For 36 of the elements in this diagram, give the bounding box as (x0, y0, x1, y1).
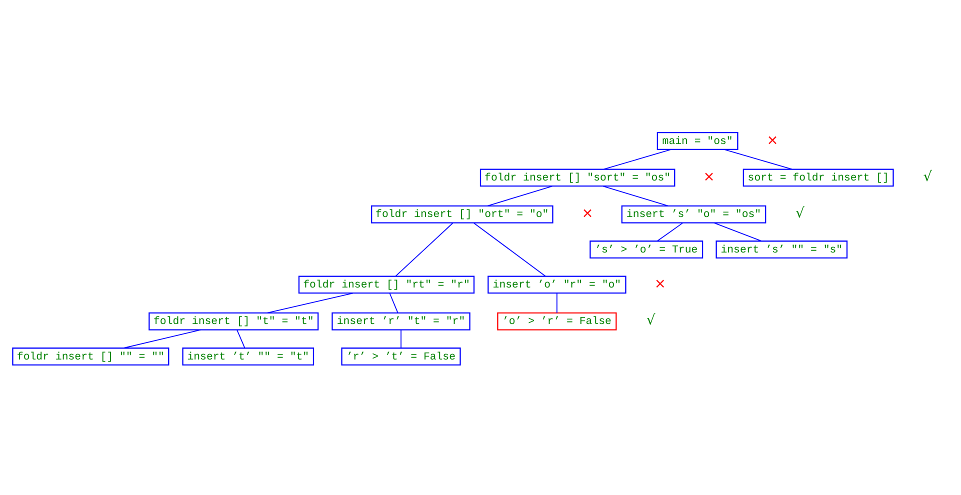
node-box: ’r’ > ’t’ = False (341, 347, 461, 366)
node-label: × (654, 276, 666, 292)
node-box: foldr insert [] "rt" = "r" (298, 275, 475, 294)
connector (473, 222, 546, 276)
connector (556, 292, 558, 313)
connector (236, 328, 246, 348)
node-box: insert ’o’ "r" = "o" (488, 275, 626, 294)
node-box: insert ’s’ "o" = "os" (621, 204, 766, 223)
node-box: foldr insert [] "t" = "t" (148, 312, 319, 330)
node-label: √ (646, 312, 656, 328)
connector (400, 328, 402, 348)
node-box: ’s’ > ’o’ = True (590, 240, 704, 258)
connector (713, 222, 762, 242)
node-label: √ (923, 168, 932, 185)
connector (266, 292, 354, 313)
node-box: insert ’r’ "t" = "r" (332, 312, 470, 330)
connector (602, 185, 669, 206)
connector (486, 185, 553, 206)
connector (724, 148, 792, 170)
node-label: × (766, 132, 778, 148)
node-box: ’o’ > ’r’ = False (497, 312, 617, 330)
connector (656, 222, 684, 241)
node-label: × (582, 205, 594, 222)
connector (395, 222, 454, 276)
node-label: √ (796, 205, 804, 222)
node-box: foldr insert [] "sort" = "os" (480, 168, 676, 186)
connector (603, 148, 672, 170)
node-label: × (703, 168, 715, 185)
node-box: sort = foldr insert [] (742, 168, 894, 186)
connector (389, 292, 398, 313)
node-box: main = "os" (656, 132, 738, 150)
node-box: insert ’s’ "" = "s" (716, 240, 848, 258)
connector (122, 328, 202, 348)
node-box: foldr insert [] "" = "" (12, 347, 170, 366)
node-box: insert ’t’ "" = "t" (182, 347, 314, 366)
node-box: foldr insert [] "ort" = "o" (371, 204, 554, 223)
